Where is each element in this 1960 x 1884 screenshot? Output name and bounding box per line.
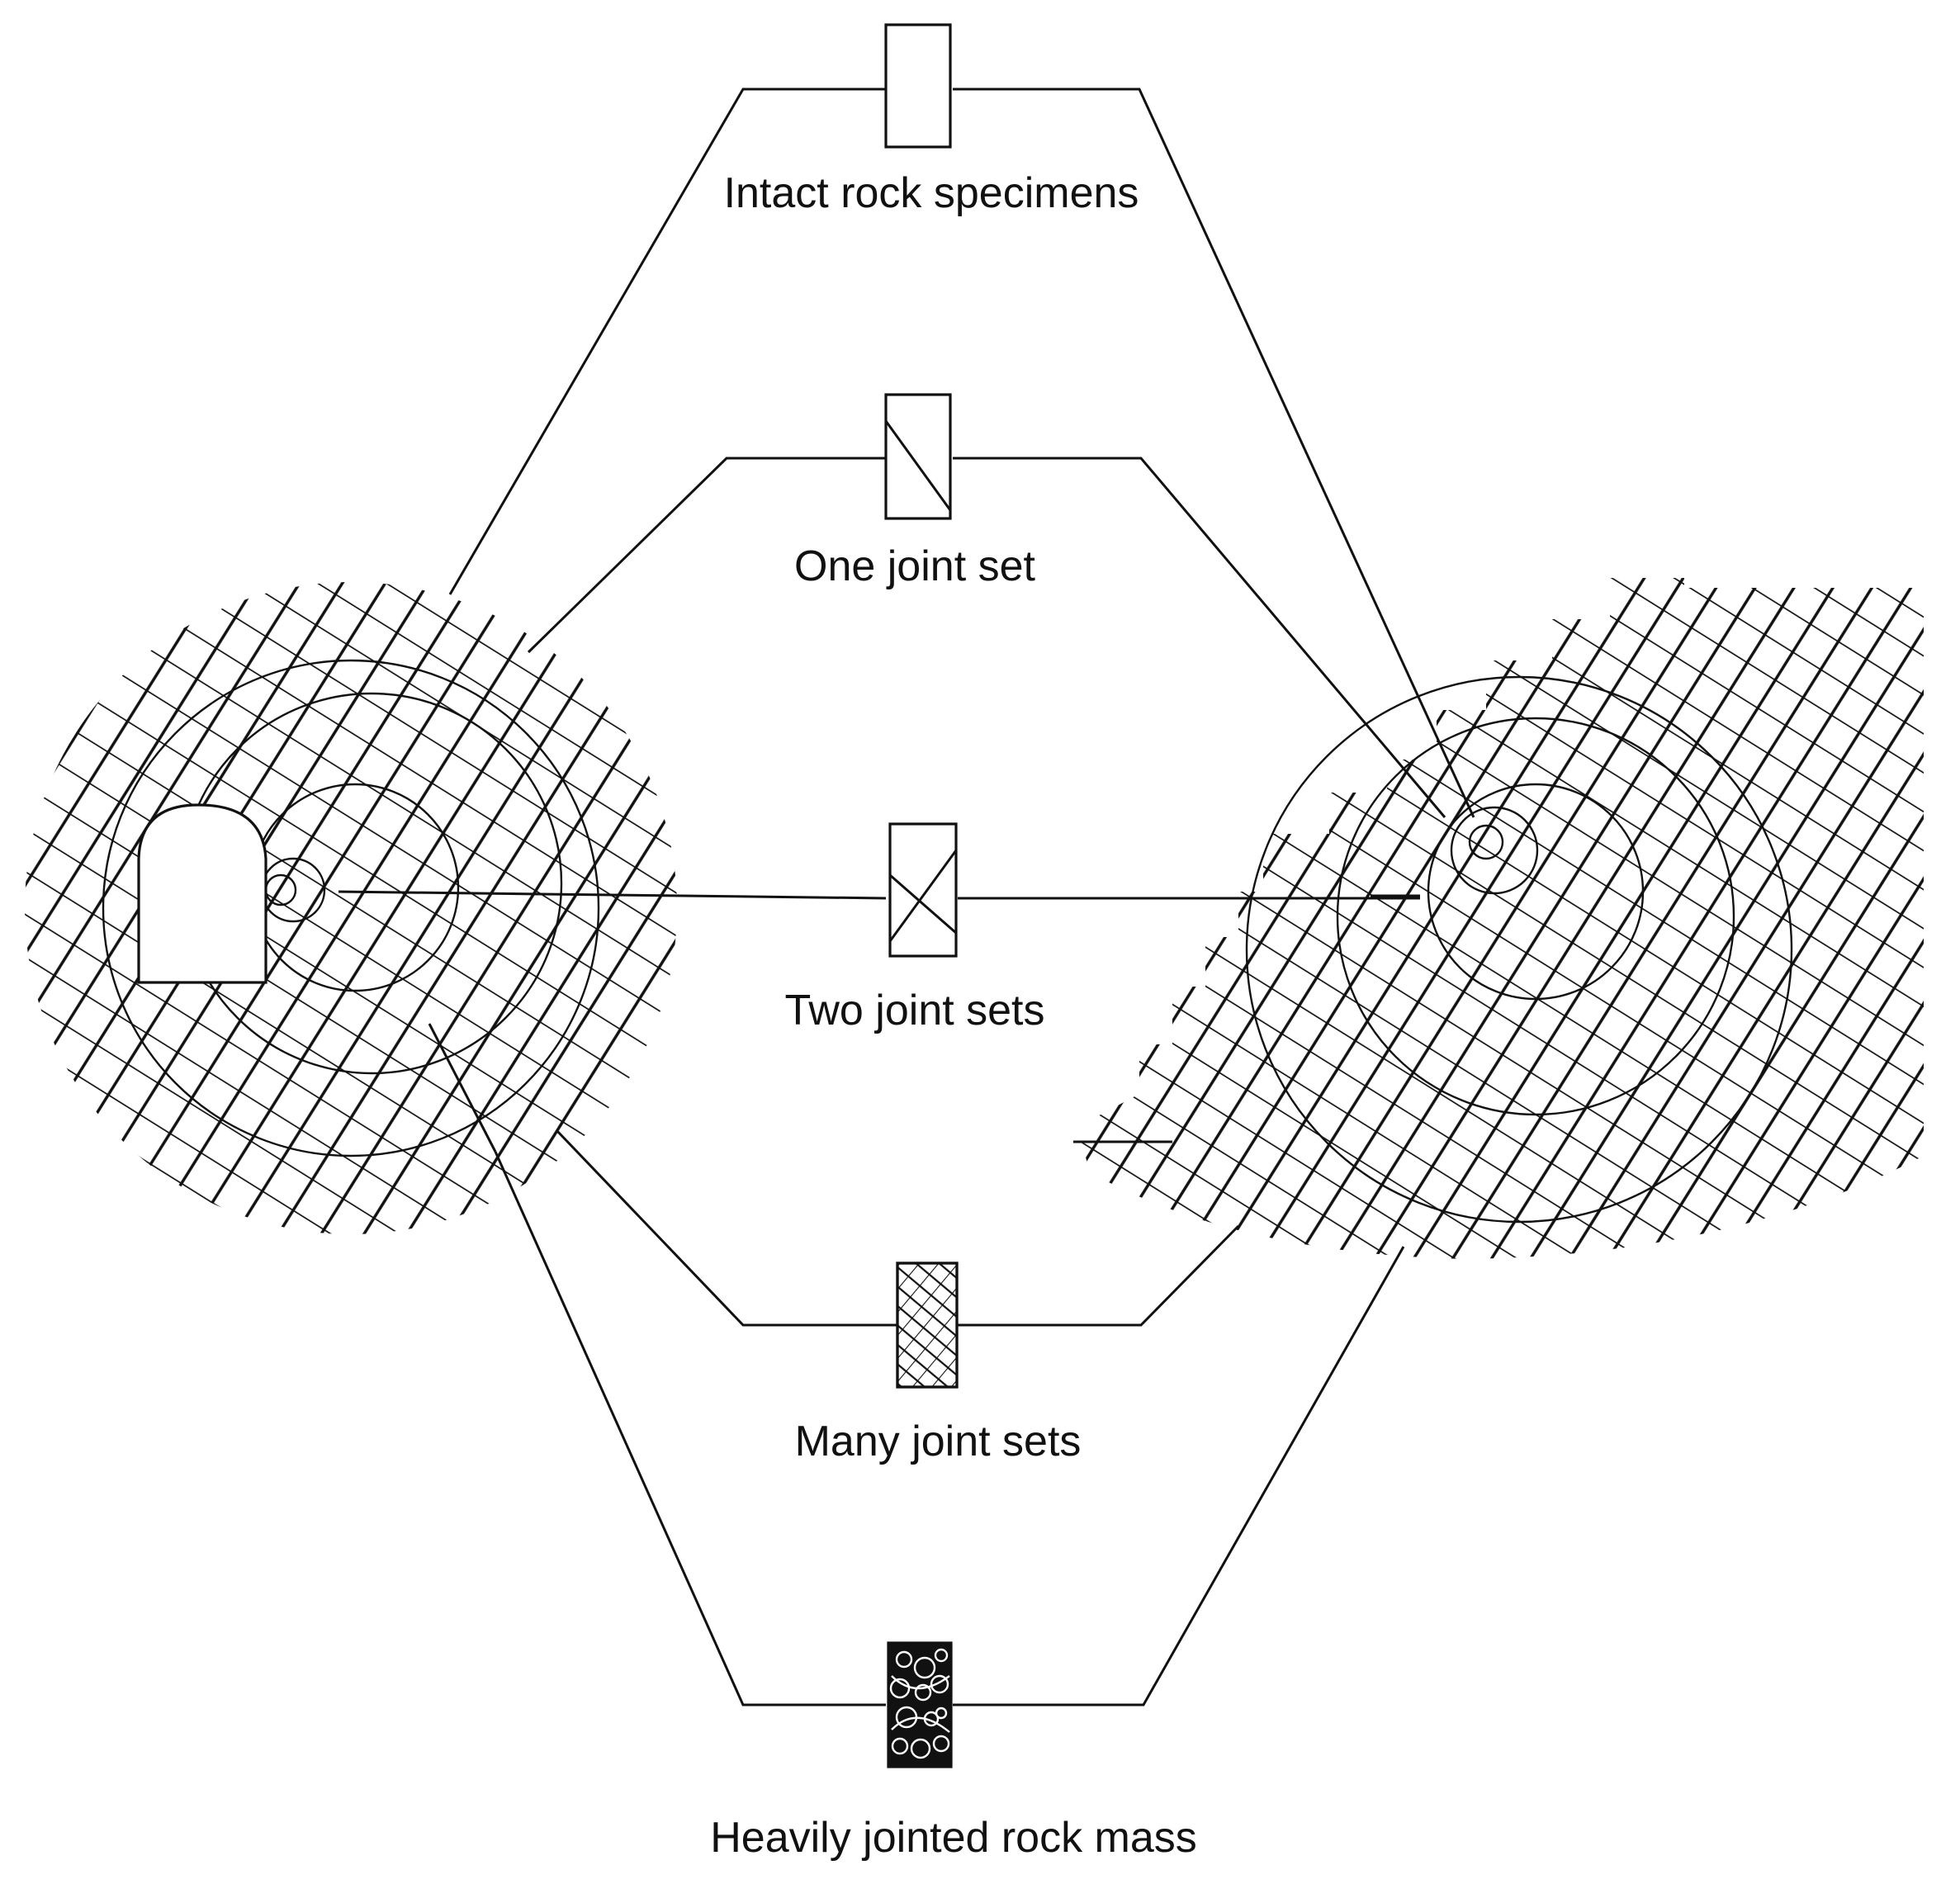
two-joint-left-connector <box>338 890 887 900</box>
right-slope-rock-mass <box>1073 578 1924 1259</box>
connector-lines <box>338 88 1475 1706</box>
intact-left-connector <box>448 88 886 595</box>
right-tiny-circle <box>1468 824 1504 860</box>
tunnel-opening <box>137 803 267 984</box>
right-large-circle <box>1336 717 1735 1116</box>
heavily-left-connector <box>494 1151 886 1706</box>
one-joint-right-connector <box>953 457 1446 818</box>
right-small-circle <box>1450 806 1539 895</box>
intact-right-connector <box>953 88 1475 818</box>
left-tunnel-rock-mass <box>25 582 677 1234</box>
intact-rock-label: Intact rock specimens <box>723 169 1139 217</box>
right-outer-circle <box>1245 675 1793 1224</box>
two-joint-label: Two joint sets <box>784 987 1045 1034</box>
two-joint-specimen-box <box>888 822 958 958</box>
many-joint-label: Many joint sets <box>794 1418 1082 1465</box>
one-joint-specimen-box <box>884 393 952 520</box>
one-joint-label: One joint set <box>794 542 1035 590</box>
left-outer-circle <box>102 659 600 1157</box>
many-joint-right-connector <box>957 1224 1240 1327</box>
intact-specimen-box <box>884 23 952 149</box>
heavily-jointed-specimen-box <box>887 1641 953 1768</box>
many-joint-left-connector <box>556 1129 897 1327</box>
heavily-left-inner-connector <box>428 1023 497 1153</box>
right-medium-circle <box>1427 783 1645 1001</box>
many-joint-specimen-box <box>896 1262 959 1389</box>
heavily-right-connector <box>953 1246 1405 1706</box>
one-joint-left-connector <box>527 457 886 654</box>
heavily-jointed-label: Heavily jointed rock mass <box>710 1814 1197 1862</box>
specimen-boxes <box>884 23 959 1768</box>
